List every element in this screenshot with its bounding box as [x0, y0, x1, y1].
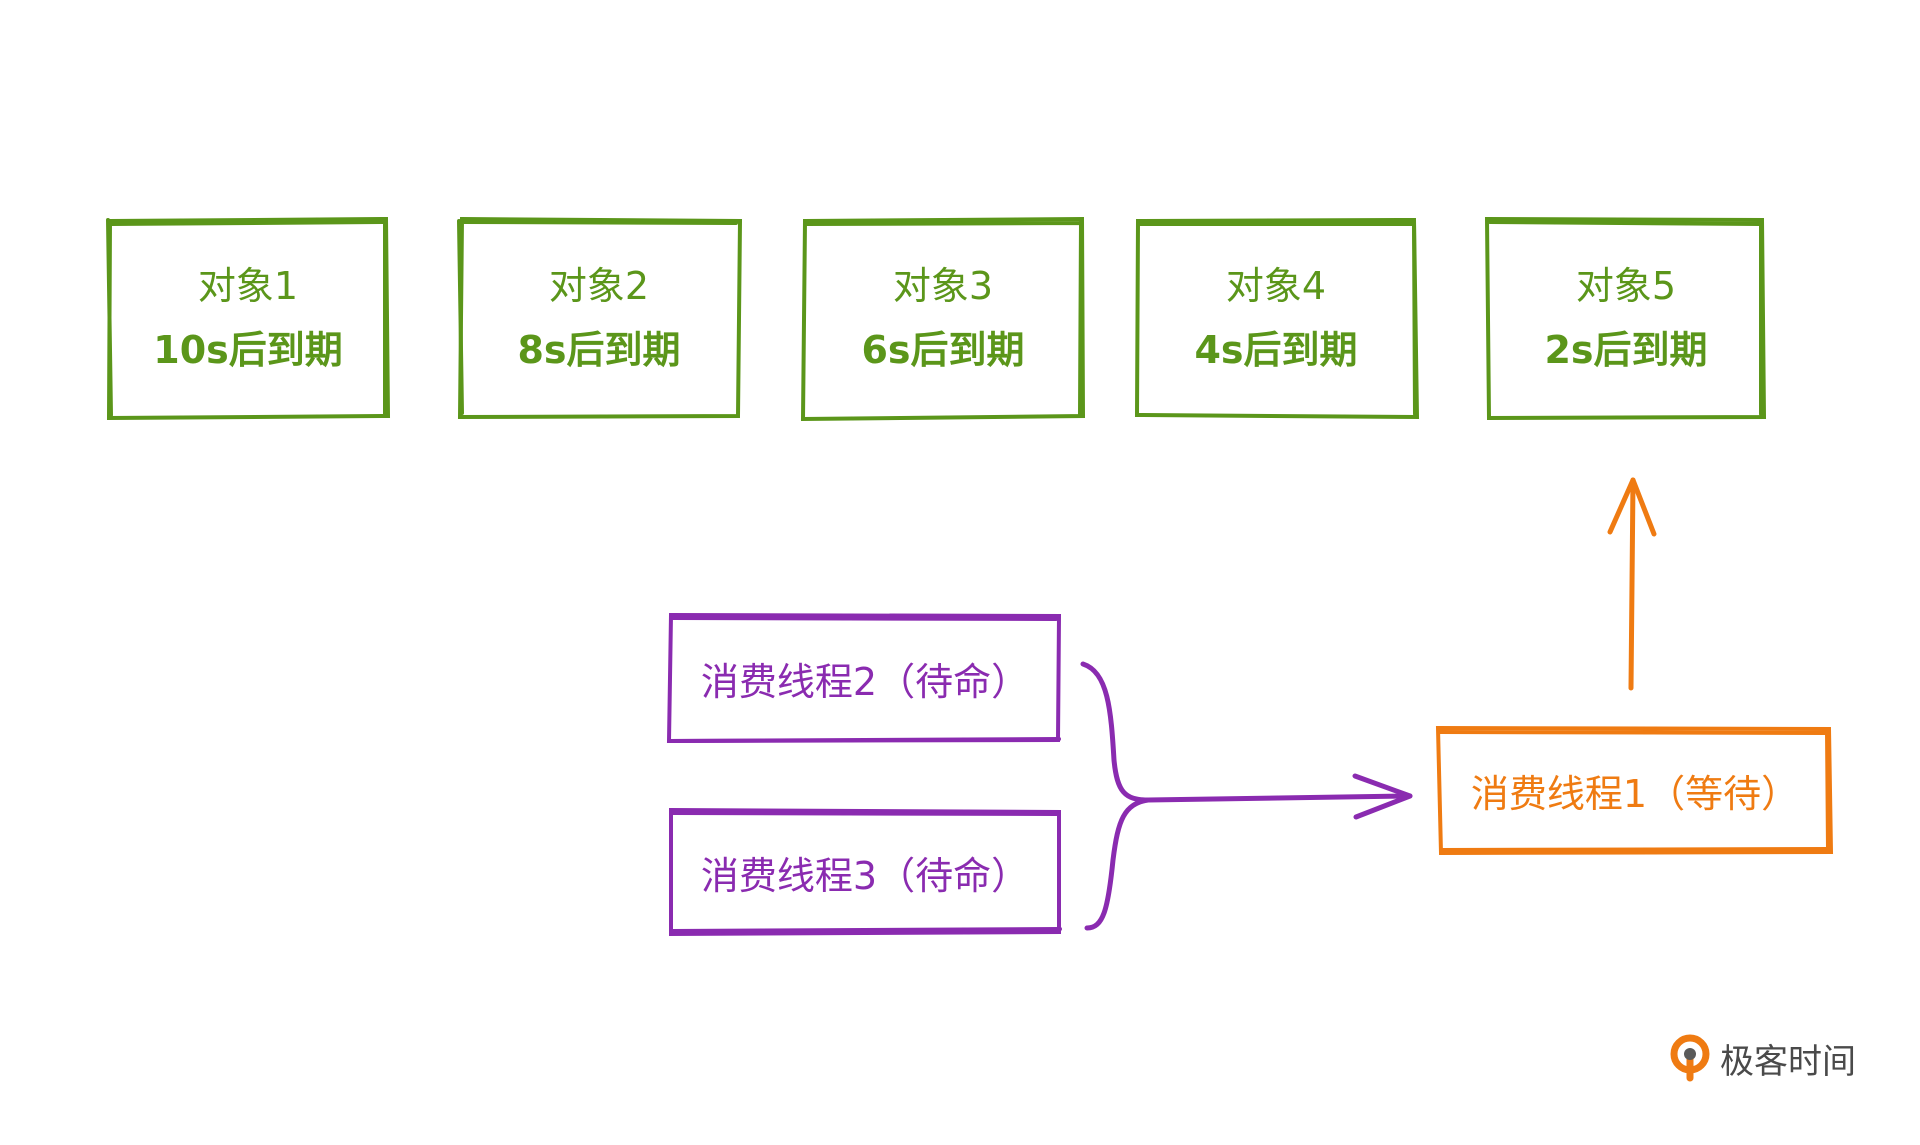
thread-3-standby: 消费线程3（待命）	[671, 811, 1059, 933]
thread-2-label: 消费线程2（待命）	[700, 659, 1030, 704]
object-2-expiry: 8s后到期	[517, 328, 681, 372]
object-box-3	[800, 216, 1086, 422]
thread-box-3	[669, 807, 1062, 937]
object-1: 对象1 10s后到期	[110, 220, 386, 416]
up-arrow	[1607, 477, 1657, 691]
object-box-4	[1134, 217, 1420, 420]
object-3: 对象3 6s后到期	[805, 220, 1081, 416]
geektime-logo: 极客时间	[1668, 1030, 1856, 1086]
object-1-title: 对象1	[197, 264, 299, 308]
thread-box-2	[666, 612, 1062, 744]
object-3-expiry: 6s后到期	[861, 328, 1025, 372]
object-3-title: 对象3	[892, 264, 994, 308]
object-4-title: 对象4	[1225, 264, 1327, 308]
thread-1-label: 消费线程1（等待）	[1470, 772, 1800, 816]
object-box-5	[1484, 216, 1767, 421]
object-5-title: 对象5	[1575, 264, 1677, 308]
logo-text: 极客时间	[1720, 1041, 1856, 1082]
object-4-expiry: 4s后到期	[1194, 328, 1358, 372]
object-5: 对象5 2s后到期	[1488, 220, 1764, 416]
thread-3-label: 消费线程3（待命）	[700, 853, 1030, 898]
object-1-expiry: 10s后到期	[153, 328, 343, 372]
waiting-box	[1435, 725, 1834, 856]
object-2: 对象2 8s后到期	[461, 220, 737, 416]
object-boxes	[106, 216, 1767, 422]
object-5-expiry: 2s后到期	[1544, 328, 1708, 372]
geektime-logo-icon	[1670, 1034, 1710, 1082]
thread-1-waiting: 消费线程1（等待）	[1440, 729, 1830, 852]
object-box-2	[457, 216, 743, 420]
standby-boxes	[666, 612, 1062, 937]
thread-2-standby: 消费线程2（待命）	[671, 616, 1059, 740]
object-2-title: 对象2	[548, 264, 650, 308]
object-4: 对象4 4s后到期	[1138, 220, 1414, 416]
object-box-1	[106, 216, 391, 421]
merge-arrow	[1080, 661, 1413, 931]
